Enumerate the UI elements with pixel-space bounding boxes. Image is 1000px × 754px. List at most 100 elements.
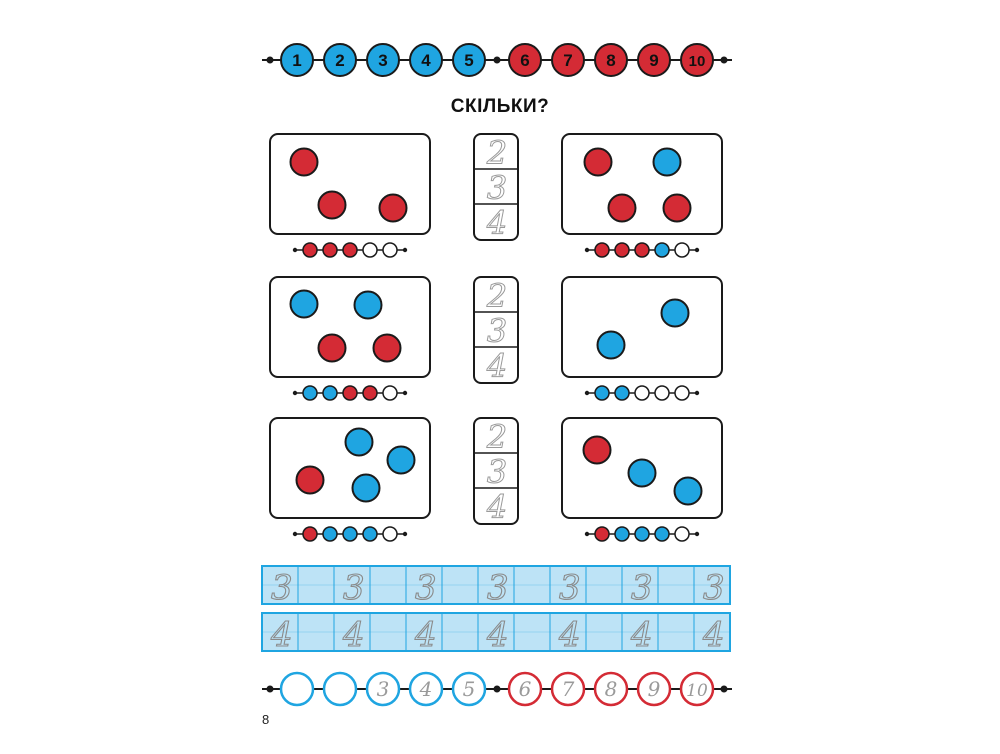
answer-column [473, 417, 519, 525]
counting-dot [596, 330, 626, 360]
top-number-label: 8 [606, 51, 615, 70]
counting-dot [351, 473, 381, 503]
top-number-bead [594, 43, 628, 77]
counting-dot [662, 193, 692, 223]
counting-bead [342, 385, 358, 401]
counting-dot [660, 298, 690, 328]
trace-digit: 4 [702, 615, 725, 655]
counting-bead [342, 526, 358, 542]
top-number-bead [508, 43, 542, 77]
trace-digit: 3 [631, 568, 653, 608]
bottom-number-label: 8 [605, 677, 618, 701]
bottom-number-bead [550, 671, 586, 707]
bead-rod-end [694, 531, 700, 537]
exercise-4 [561, 276, 723, 401]
counting-dot [607, 193, 637, 223]
picture-box [561, 276, 723, 378]
trace-digit: 3 [271, 568, 293, 608]
page-number: 8 [262, 712, 270, 727]
bead-rod-end [292, 531, 298, 537]
top-number-bead [551, 43, 585, 77]
answer-column [473, 276, 519, 384]
top-line-mid-dot [493, 56, 501, 64]
bottom-number-bead [365, 671, 401, 707]
top-number-bead [637, 43, 671, 77]
counting-bead [382, 242, 398, 258]
picture-box [269, 133, 431, 235]
counting-bead [634, 242, 650, 258]
bottom-number-bead [636, 671, 672, 707]
bead-rod-end [584, 390, 590, 396]
top-line-end-dot [266, 56, 274, 64]
trace-digit: 3 [415, 568, 437, 608]
top-number-label: 9 [649, 51, 658, 70]
answer-choices-2: 234 [473, 276, 519, 386]
top-number-label: 7 [563, 51, 572, 70]
counting-bead [342, 242, 358, 258]
counting-bead [362, 526, 378, 542]
counting-bead [362, 385, 378, 401]
counting-bead [654, 242, 670, 258]
counting-bead [362, 242, 378, 258]
bead-rod-end [292, 247, 298, 253]
answer-option-digit: 4 [486, 488, 507, 526]
counting-bead [654, 526, 670, 542]
bottom-number-bead [507, 671, 543, 707]
counting-dot [582, 435, 612, 465]
counting-bead [634, 526, 650, 542]
answer-option-digit: 3 [487, 453, 507, 491]
answer-option-digit: 2 [486, 134, 507, 172]
bead-rod-end [694, 247, 700, 253]
counting-dot [317, 190, 347, 220]
answer-option-digit: 4 [486, 347, 507, 385]
trace-digit: 4 [270, 615, 293, 655]
top-line-end-dot [720, 56, 728, 64]
answer-option-digit: 2 [486, 277, 507, 315]
bottom-line-end-dot [266, 685, 274, 693]
top-number-bead [409, 43, 443, 77]
answer-choices-3: 234 [473, 417, 519, 527]
top-number-bead [323, 43, 357, 77]
bead-rod-end [402, 531, 408, 537]
page-title: СКІЛЬКИ? [450, 96, 550, 117]
bead-rod-end [584, 247, 590, 253]
counting-bead [594, 526, 610, 542]
counting-dot [372, 333, 402, 363]
top-number-bead [366, 43, 400, 77]
trace-digit: 4 [414, 615, 437, 655]
bottom-number-label: 5 [463, 677, 476, 701]
answer-choices-1: 234 [473, 133, 519, 243]
counting-dot [289, 289, 319, 319]
counting-dot [289, 147, 319, 177]
picture-box [269, 276, 431, 378]
bottom-number-bead [408, 671, 444, 707]
bead-rod-end [694, 390, 700, 396]
counting-bead [614, 385, 630, 401]
counting-bead [674, 526, 690, 542]
bottom-number-bead [593, 671, 629, 707]
bottom-line-end-dot [720, 685, 728, 693]
top-number-label: 1 [292, 51, 301, 70]
bead-rod-end [402, 390, 408, 396]
counting-bead [382, 526, 398, 542]
counting-dot [652, 147, 682, 177]
counting-bead [302, 242, 318, 258]
answer-option-digit: 3 [487, 169, 507, 207]
bead-rod-end [584, 531, 590, 537]
trace-digit: 3 [343, 568, 365, 608]
counting-bead [614, 242, 630, 258]
exercise-6 [561, 417, 723, 542]
bottom-number-bead [279, 671, 315, 707]
bottom-number-label: 6 [519, 677, 532, 701]
bottom-number-bead [679, 671, 715, 707]
bottom-number-bead [322, 671, 358, 707]
counting-bead [634, 385, 650, 401]
counting-dot [583, 147, 613, 177]
bottom-line-mid-dot [493, 685, 501, 693]
counting-dot [344, 427, 374, 457]
trace-digit: 4 [630, 615, 653, 655]
picture-box [561, 133, 723, 235]
counting-dot [317, 333, 347, 363]
top-number-label: 6 [520, 51, 529, 70]
